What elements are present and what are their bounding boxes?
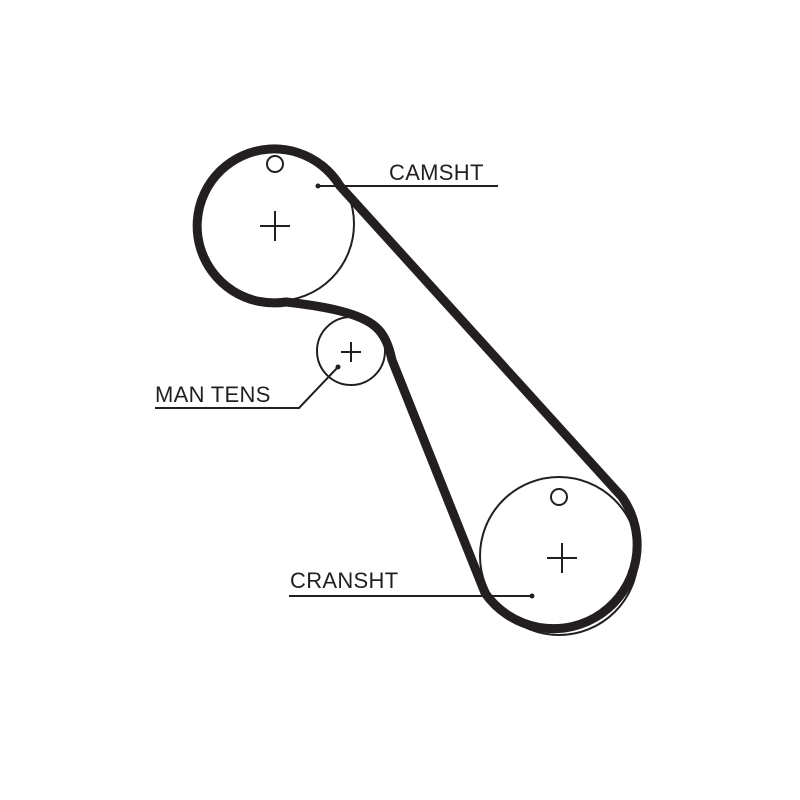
- tensioner-center-cross-icon: [341, 342, 361, 362]
- camshaft-pulley-circle: [199, 146, 355, 302]
- crankshaft-pulley: [289, 476, 639, 636]
- tensioner-leader-line: [155, 366, 339, 409]
- crankshaft-center-cross-icon: [547, 543, 577, 573]
- crankshaft-label: CRANSHT: [290, 568, 398, 593]
- camshaft-timing-mark: [266, 155, 284, 173]
- camshaft-pulley: [199, 146, 498, 302]
- camshaft-center-cross-icon: [260, 211, 290, 241]
- tensioner-pulley-circle: [316, 316, 386, 386]
- tensioner-pulley: [155, 316, 386, 409]
- camshaft-label: CAMSHT: [389, 160, 484, 185]
- tensioner-label: MAN TENS: [155, 382, 271, 407]
- crankshaft-timing-mark: [550, 488, 568, 506]
- crankshaft-pulley-circle: [479, 476, 639, 636]
